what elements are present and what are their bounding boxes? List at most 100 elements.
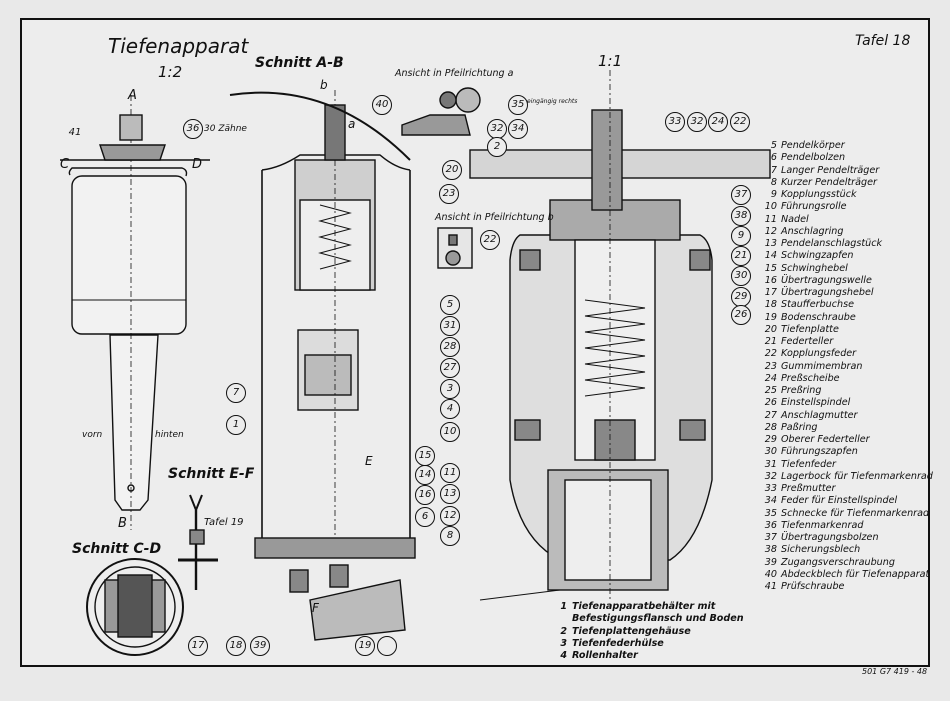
legend-item-number: 16 <box>764 274 777 286</box>
legend-item-label: Übertragungswelle <box>781 274 872 286</box>
legend-item-number: 31 <box>764 458 777 470</box>
callout-1: 15 <box>415 446 435 466</box>
callout-41: 41 <box>66 124 84 142</box>
legend-item-label: Einstellspindel <box>781 397 851 409</box>
legend-item-label: Schwingzapfen <box>781 250 854 262</box>
legend-item-number: 24 <box>764 372 777 384</box>
plate-number: Tafel 18 <box>855 33 911 49</box>
callout-4: 10 <box>440 422 460 442</box>
marker-B: B <box>118 516 127 531</box>
callout-22-right: 21 <box>731 246 751 266</box>
main-section <box>469 70 771 601</box>
legend-item-row: 21 Federteller <box>761 336 933 348</box>
legend-item-number: 33 <box>764 483 777 494</box>
legend-item-label: Preßmutter <box>781 483 836 494</box>
drawing-number: 501 G7 419 - 48 <box>862 667 928 676</box>
legend-item-row: 33 Preßmutter <box>761 483 933 495</box>
callout-3: 4 <box>440 399 460 419</box>
callout-13: 12 <box>440 506 460 526</box>
legend-item-number: 18 <box>764 299 777 311</box>
legend-item-number: 35 <box>764 507 777 519</box>
legend-item-number: 26 <box>764 397 777 409</box>
legend-item-label: Führungszapfen <box>781 446 858 458</box>
legend-item-row: 24 Preßscheibe <box>761 373 933 385</box>
legend-item-number: 27 <box>764 409 777 421</box>
page-title: Tiefenapparat <box>108 34 249 58</box>
legend-item-label: Kopplungsfeder <box>781 348 857 360</box>
legend-item-label: Federteller <box>781 336 834 347</box>
legend-item-row: 14 Schwingzapfen <box>761 250 933 262</box>
legend-item-number: 21 <box>764 336 777 347</box>
callout-30: 29 <box>731 287 751 307</box>
legend-bottom-item-number: 1 <box>560 601 567 612</box>
legend-item-number: 22 <box>764 348 777 360</box>
legend-item-number: 37 <box>764 532 777 543</box>
legend-bottom-item-number: 3 <box>560 637 567 649</box>
callout-36-left: 36 <box>183 119 203 139</box>
marker-A: A <box>128 88 137 103</box>
callout-9: 22 <box>480 230 500 250</box>
legend-bottom-item-row: Befestigungsflansch und Boden <box>557 613 744 625</box>
legend-item-label: Lagerbock für Tiefenmarkenrad <box>781 470 933 482</box>
callout-39: 19 <box>355 636 375 656</box>
eingaengig-note: eingängig rechts <box>527 98 578 105</box>
legend-item-label: Übertragungsbolzen <box>781 532 879 543</box>
legend-item-row: 37 Übertragungsbolzen <box>761 532 933 544</box>
legend-bottom-item-number: 4 <box>560 650 567 662</box>
callout-31: 28 <box>440 337 460 357</box>
legend-item-label: Sicherungsblech <box>781 544 861 556</box>
callout-20: 23 <box>439 184 459 204</box>
legend-item-number: 34 <box>764 495 777 507</box>
legend-item-label: Übertragungshebel <box>781 287 874 298</box>
legend-item-number: 40 <box>764 568 777 580</box>
callout-7: 1 <box>226 415 246 435</box>
legend-item-label: Prüfschraube <box>781 581 845 592</box>
callout-35: 35 <box>508 95 528 115</box>
legend-item-number: 39 <box>764 556 777 568</box>
callout-29: 26 <box>731 305 751 325</box>
callout-28: 27 <box>440 358 460 378</box>
legend-item-label: Preßscheibe <box>781 372 840 384</box>
legend-item-number: 14 <box>764 250 777 262</box>
marker-b: b <box>320 78 328 92</box>
legend-item-row: 26 Einstellspindel <box>761 397 933 409</box>
legend-item-number: 30 <box>764 446 777 458</box>
callout-40: 40 <box>372 95 392 115</box>
vorn-label: vorn <box>82 430 103 440</box>
callout-26: 5 <box>440 295 460 315</box>
section-cd-label: Schnitt C-D <box>72 541 162 557</box>
legend-item-label: Führungsrolle <box>781 201 847 213</box>
legend-item-number: 25 <box>764 385 777 396</box>
legend-item-number: 20 <box>764 323 777 335</box>
legend-item-label: Anschlagmutter <box>781 409 858 421</box>
callout-17: 18 <box>226 636 246 656</box>
tafel19-ref: Tafel 19 <box>204 517 244 528</box>
legend-item-number: 19 <box>764 311 777 323</box>
callout-15: 14 <box>415 465 435 485</box>
legend-item-label: Kopplungsstück <box>781 189 857 200</box>
callout-16: 6 <box>415 507 435 527</box>
legend-item-label: Pendelbolzen <box>781 152 846 164</box>
legend-item-row: 30 Führungszapfen <box>761 446 933 458</box>
legend-item-label: Tiefenplatte <box>781 323 839 335</box>
legend-bottom-item-label: Befestigungsflansch und Boden <box>572 613 744 625</box>
legend-item-number: 10 <box>764 201 777 213</box>
view-b <box>437 227 473 269</box>
callout-5: 31 <box>440 316 460 336</box>
